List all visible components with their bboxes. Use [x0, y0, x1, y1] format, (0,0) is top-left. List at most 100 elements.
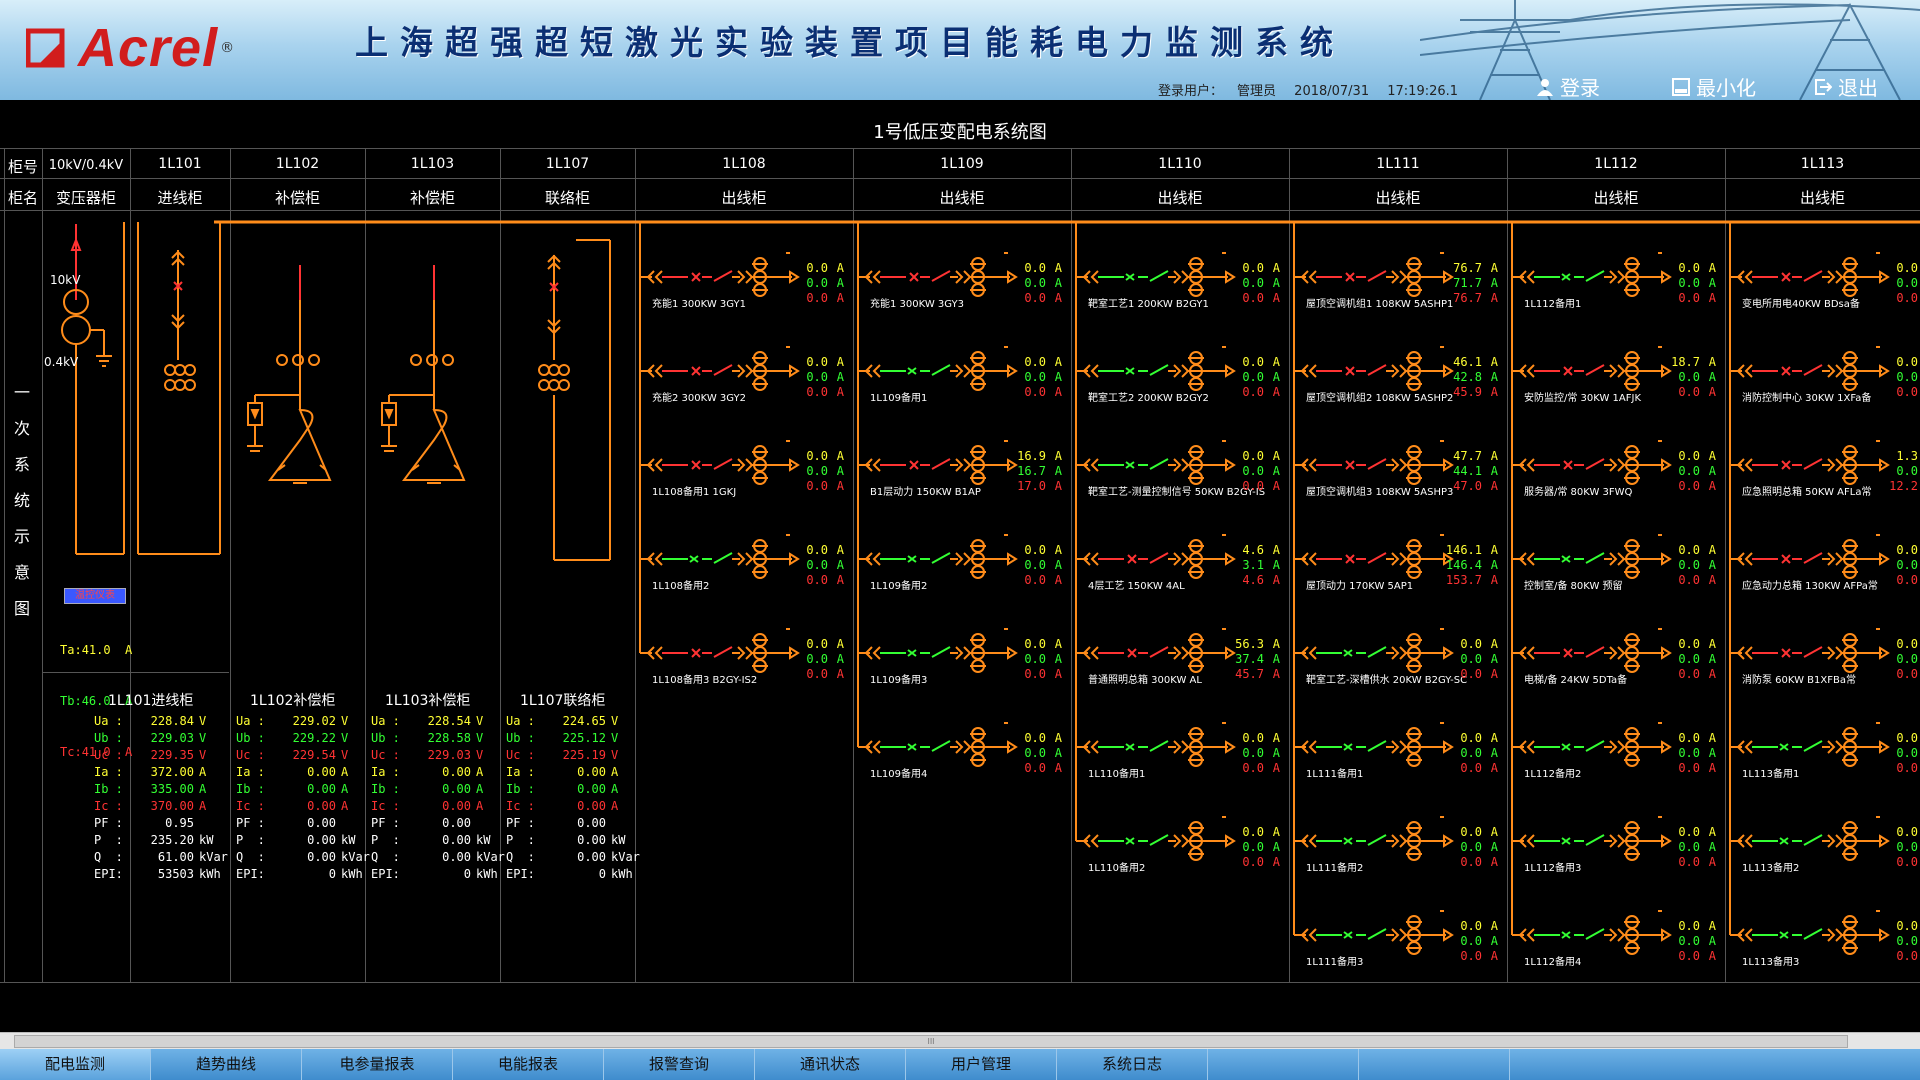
- lv-voltage: 0.4kV: [44, 355, 79, 369]
- tab-system-log[interactable]: 系统日志: [1057, 1049, 1208, 1080]
- switch-blade: [1585, 646, 1605, 658]
- meter-row: PF :0.00: [371, 816, 471, 830]
- login-button[interactable]: 登录: [1536, 72, 1600, 100]
- phase-b-current: 0.0: [1460, 934, 1482, 948]
- disconnector: [1736, 928, 1753, 942]
- column-divider: [4, 148, 5, 982]
- feeder-arrow: [789, 270, 800, 284]
- feeder-label: 变电所用电40KW BDsa备: [1742, 299, 1860, 310]
- phase-a-current: 0.0: [1024, 731, 1046, 745]
- feeder-label: 1L109备用3: [870, 675, 928, 686]
- switch-blade: [713, 270, 733, 282]
- breaker-closed-icon: [909, 460, 919, 470]
- phase-c-current: 153.7: [1445, 573, 1482, 587]
- hv-arrow: [70, 237, 82, 251]
- switch-blade: [713, 552, 733, 564]
- feeder-label: 靶室工艺-深槽供水 20KW B2GY-SC: [1306, 675, 1468, 686]
- phase-c-current: 0.0: [1024, 385, 1046, 399]
- horizontal-scrollbar[interactable]: III: [0, 1032, 1920, 1049]
- phase-b-current: 0.0: [1678, 746, 1700, 760]
- temp-controller-tag[interactable]: 温控仪表: [64, 588, 126, 604]
- breaker-closed-icon: [1781, 272, 1791, 282]
- scrollbar-thumb[interactable]: III: [14, 1035, 1848, 1048]
- phase-a-current: 0.0: [1024, 543, 1046, 557]
- cabinet-no: 1L111: [1376, 156, 1420, 172]
- feeder-arrow: [1225, 552, 1236, 566]
- phase-a-current: 0.0: [1678, 543, 1700, 557]
- tab-user-management[interactable]: 用户管理: [906, 1049, 1057, 1080]
- disconnector: [646, 364, 663, 378]
- phase-b-current: 42.8: [1453, 370, 1482, 384]
- tab-energy-report[interactable]: 电能报表: [453, 1049, 604, 1080]
- phase-c-current: 0.0: [1896, 667, 1918, 681]
- phase-b-current: 0.0: [1460, 746, 1482, 760]
- diagram-bottom: [0, 982, 1920, 983]
- exit-button[interactable]: 退出: [1814, 72, 1878, 100]
- disconnector: [646, 458, 663, 472]
- switch-blade: [1803, 646, 1823, 658]
- phase-c-current: 0.0: [1896, 855, 1918, 869]
- feeder-label: 1L111备用2: [1306, 863, 1364, 874]
- minimize-button[interactable]: 最小化: [1672, 72, 1756, 100]
- user-icon: [1537, 78, 1553, 96]
- feeder-arrow: [1443, 552, 1454, 566]
- tab-empty-2[interactable]: [1359, 1049, 1510, 1080]
- tab-power-monitoring[interactable]: 配电监测: [0, 1049, 151, 1080]
- phase-b-current: 146.4: [1445, 558, 1482, 572]
- tab-empty-1[interactable]: [1208, 1049, 1359, 1080]
- tab-alarm-query[interactable]: 报警查询: [604, 1049, 755, 1080]
- breaker-open-icon: [1125, 367, 1135, 375]
- breaker-closed-icon: [691, 272, 701, 282]
- column-divider: [230, 148, 231, 982]
- feeder-label: 安防监控/常 30KW 1AFJK: [1524, 393, 1642, 404]
- phase-b-current: 0.0: [1024, 746, 1046, 760]
- feeder-arrow: [1661, 458, 1672, 472]
- feeder-arrow: [1007, 270, 1018, 284]
- phase-a-current: 56.3: [1235, 637, 1264, 651]
- phase-a-current: 0.0: [1678, 825, 1700, 839]
- switch-blade: [713, 458, 733, 470]
- disconnector: [1518, 928, 1535, 942]
- phase-a-current: 0.0: [1460, 731, 1482, 745]
- feeder-arrow: [1443, 646, 1454, 660]
- diagram-title: 1号低压变配电系统图: [873, 122, 1047, 143]
- feeder-label: 普通照明总箱 300KW AL: [1088, 675, 1202, 686]
- transformer-hv-coil: [63, 289, 89, 315]
- disconnector: [646, 270, 663, 284]
- feeder-arrow: [1879, 458, 1890, 472]
- current-time: 17:19:26.1: [1387, 84, 1459, 99]
- switch-blade: [1149, 740, 1169, 752]
- feeder-arrow: [1225, 364, 1236, 378]
- side-label: 一 次 系 统 示 意 图: [13, 383, 30, 618]
- phase-b-current: 0.0: [1678, 652, 1700, 666]
- phase-a-current: 0.0: [1024, 355, 1046, 369]
- phase-a-current: 0.0: [1896, 355, 1918, 369]
- feeder-arrow: [1661, 834, 1672, 848]
- phase-a-current: 0.0: [1460, 637, 1482, 651]
- feeder-arrow: [1225, 270, 1236, 284]
- phase-a-current: 0.0: [806, 543, 828, 557]
- phase-a-current: 0.0: [1242, 355, 1264, 369]
- tab-parameter-report[interactable]: 电参量报表: [302, 1049, 453, 1080]
- temp-b: Tb:46.0 A: [60, 694, 133, 708]
- tab-trend-curve[interactable]: 趋势曲线: [151, 1049, 302, 1080]
- tab-comm-status[interactable]: 通讯状态: [755, 1049, 906, 1080]
- cabinet-no: 1L102: [275, 156, 320, 172]
